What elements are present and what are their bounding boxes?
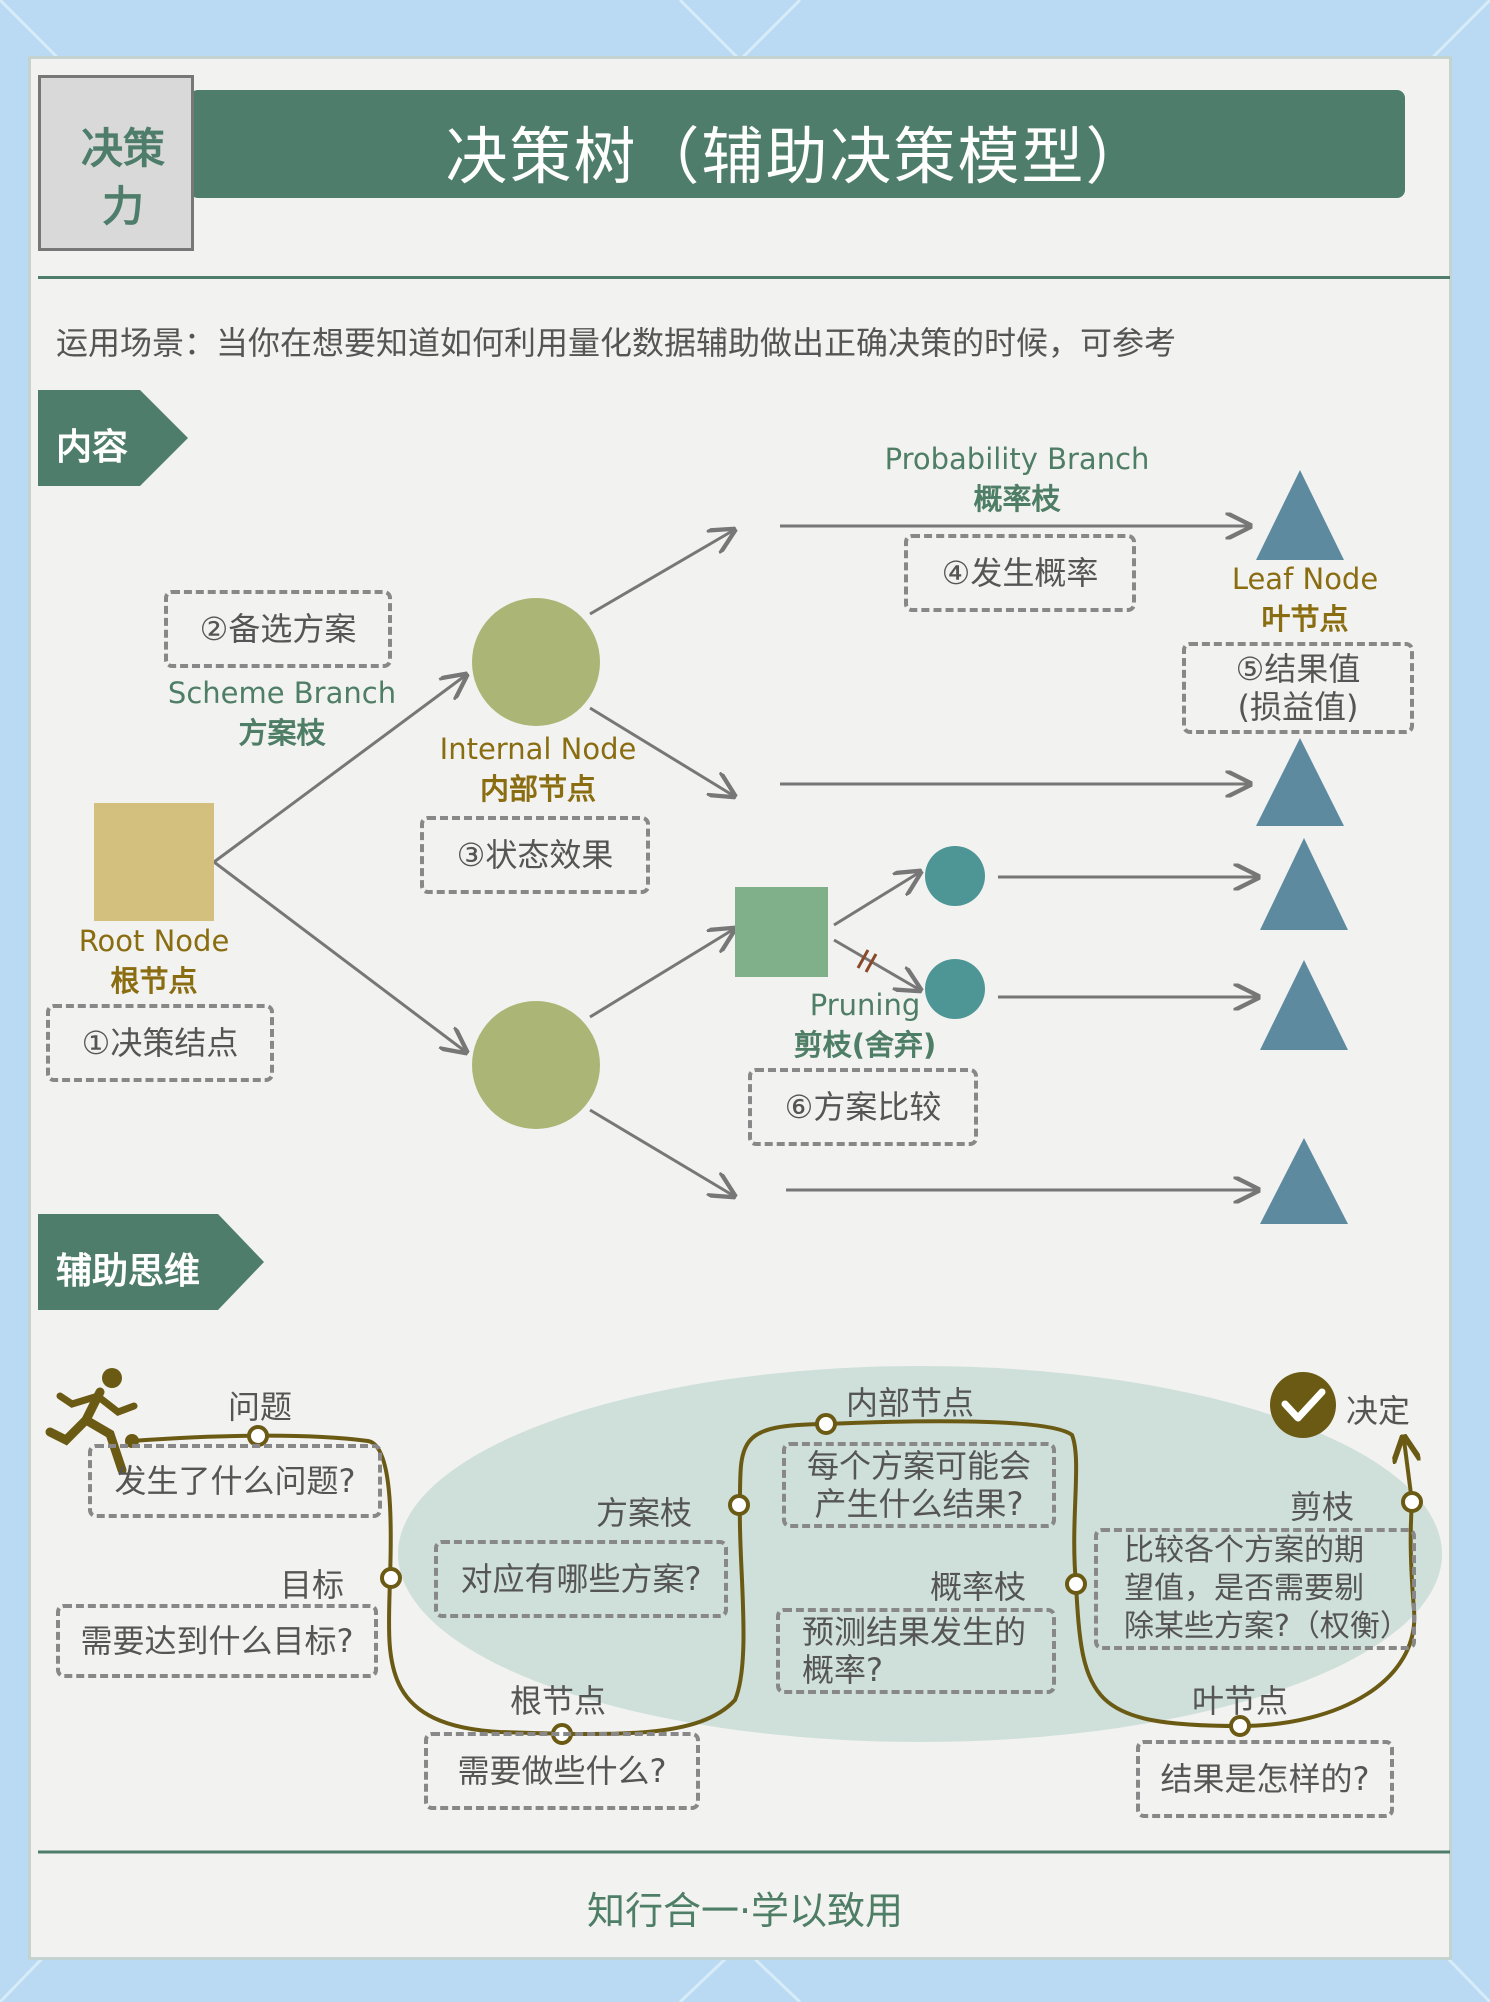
- leaf-node-label-en: Leaf Node: [1231, 562, 1379, 596]
- root-node-label-en: Root Node: [78, 924, 230, 958]
- path-desc-scheme: 对应有哪些方案?: [434, 1540, 728, 1618]
- scenario-text: 运用场景：当你在想要知道如何利用量化数据辅助做出正确决策的时候，可参考: [56, 324, 1177, 362]
- badge-text: 决策力: [80, 124, 165, 231]
- page-title: 决策树（辅助决策模型）: [445, 120, 1150, 193]
- section-label-thinking: 辅助思维: [56, 1251, 201, 1292]
- probability-branch-desc: ④发生概率: [904, 534, 1136, 612]
- path-desc-prune-line2: 望值，是否需要剔: [1124, 1571, 1364, 1606]
- leaf-node-desc-line1: ⑤结果值: [1235, 650, 1361, 688]
- leaf-node-desc: ⑤结果值 (损益值): [1182, 642, 1414, 734]
- badge: 决策力: [38, 75, 194, 251]
- chance-node-upper: [925, 846, 985, 906]
- section-label-content: 内容: [56, 427, 129, 468]
- internal-node-desc: ③状态效果: [420, 816, 650, 894]
- path-label-leaf: 叶节点: [1192, 1682, 1289, 1720]
- path-label-scheme: 方案枝: [596, 1494, 693, 1532]
- path-desc-prune: 比较各个方案的期 望值，是否需要剔 除某些方案?（权衡）: [1094, 1528, 1416, 1650]
- probability-arrow-4: [589, 1108, 734, 1196]
- section-tag-content: [38, 390, 188, 486]
- pruning-label-en: Pruning: [809, 988, 921, 1022]
- pruning-desc: ⑥方案比较: [748, 1068, 978, 1146]
- scheme-branch-label-en: Scheme Branch: [167, 676, 397, 710]
- footer-text: 知行合一·学以致用: [586, 1889, 904, 1933]
- prune-branch-arrow-lower: [833, 938, 920, 990]
- leaf-node-desc-line2: (损益值): [1237, 688, 1359, 726]
- probability-branch-label-en: Probability Branch: [884, 442, 1150, 476]
- path-point-question: [247, 1425, 269, 1447]
- runner-icon: [45, 1368, 138, 1475]
- path-desc-probability-line2: 概率?: [802, 1651, 883, 1689]
- scheme-branch-arrow-upper: [213, 675, 466, 864]
- path-point-goal: [380, 1567, 402, 1589]
- path-label-decide: 决定: [1346, 1392, 1411, 1430]
- header-divider: [38, 276, 1450, 279]
- check-icon: [1270, 1372, 1336, 1438]
- path-desc-internal: 每个方案可能会 产生什么结果?: [782, 1442, 1056, 1528]
- path-desc-internal-line2: 产生什么结果?: [814, 1485, 1024, 1523]
- path-label-question: 问题: [228, 1388, 293, 1426]
- scheme-branch-arrow-lower: [213, 860, 466, 1052]
- path-label-goal: 目标: [280, 1566, 345, 1604]
- internal-node-lower: [472, 1001, 600, 1129]
- leaf-triangle-2: [1256, 738, 1344, 826]
- prune-mark: [856, 949, 870, 969]
- root-node-label-zh: 根节点: [110, 964, 198, 998]
- root-node-desc: ①决策结点: [46, 1004, 274, 1082]
- leaf-triangle-1: [1256, 470, 1344, 560]
- section-tag-thinking: [38, 1214, 264, 1310]
- root-node-square: [94, 803, 214, 921]
- path-label-internal: 内部节点: [846, 1384, 975, 1422]
- path-point-leaf: [1229, 1715, 1251, 1737]
- path-point-internal: [815, 1413, 837, 1435]
- path-desc-root: 需要做些什么?: [424, 1732, 700, 1810]
- path-label-root: 根节点: [510, 1682, 607, 1720]
- internal-node-upper: [472, 598, 600, 726]
- probability-arrow-1: [589, 530, 734, 616]
- path-desc-prune-line1: 比较各个方案的期: [1124, 1533, 1364, 1568]
- path-point-scheme: [728, 1494, 750, 1516]
- probability-arrow-3: [589, 929, 734, 1019]
- internal-node-label-zh: 内部节点: [479, 772, 596, 806]
- path-label-prune: 剪枝: [1290, 1488, 1355, 1526]
- chance-node-lower: [925, 959, 985, 1019]
- title-bar: 决策树（辅助决策模型）: [190, 90, 1405, 198]
- internal-node-label-en: Internal Node: [439, 732, 637, 766]
- path-desc-question: 发生了什么问题?: [88, 1444, 382, 1518]
- probability-branch-label-zh: 概率枝: [973, 482, 1061, 516]
- path-desc-goal: 需要达到什么目标?: [56, 1604, 378, 1678]
- path-point-probability: [1065, 1573, 1087, 1595]
- prune-branch-arrow-upper: [833, 872, 920, 927]
- path-label-probability: 概率枝: [930, 1568, 1027, 1606]
- probability-arrow-2: [589, 706, 734, 796]
- leaf-triangle-5: [1260, 1138, 1348, 1224]
- scheme-branch-desc: ②备选方案: [164, 590, 392, 668]
- scheme-branch-label-zh: 方案枝: [238, 716, 326, 750]
- decision-node-square: [735, 887, 828, 977]
- path-desc-leaf: 结果是怎样的?: [1136, 1740, 1394, 1818]
- path-desc-internal-line1: 每个方案可能会: [806, 1447, 1031, 1485]
- pruning-label-zh: 剪枝(舍弃): [793, 1028, 937, 1062]
- path-point-prune: [1401, 1491, 1423, 1513]
- path-desc-prune-line3: 除某些方案?（权衡）: [1124, 1609, 1410, 1644]
- path-desc-probability-line1: 预测结果发生的: [802, 1613, 1027, 1651]
- path-desc-probability: 预测结果发生的 概率?: [776, 1608, 1056, 1694]
- leaf-triangle-4: [1260, 960, 1348, 1050]
- leaf-triangle-3: [1260, 838, 1348, 930]
- leaf-node-label-zh: 叶节点: [1261, 602, 1349, 636]
